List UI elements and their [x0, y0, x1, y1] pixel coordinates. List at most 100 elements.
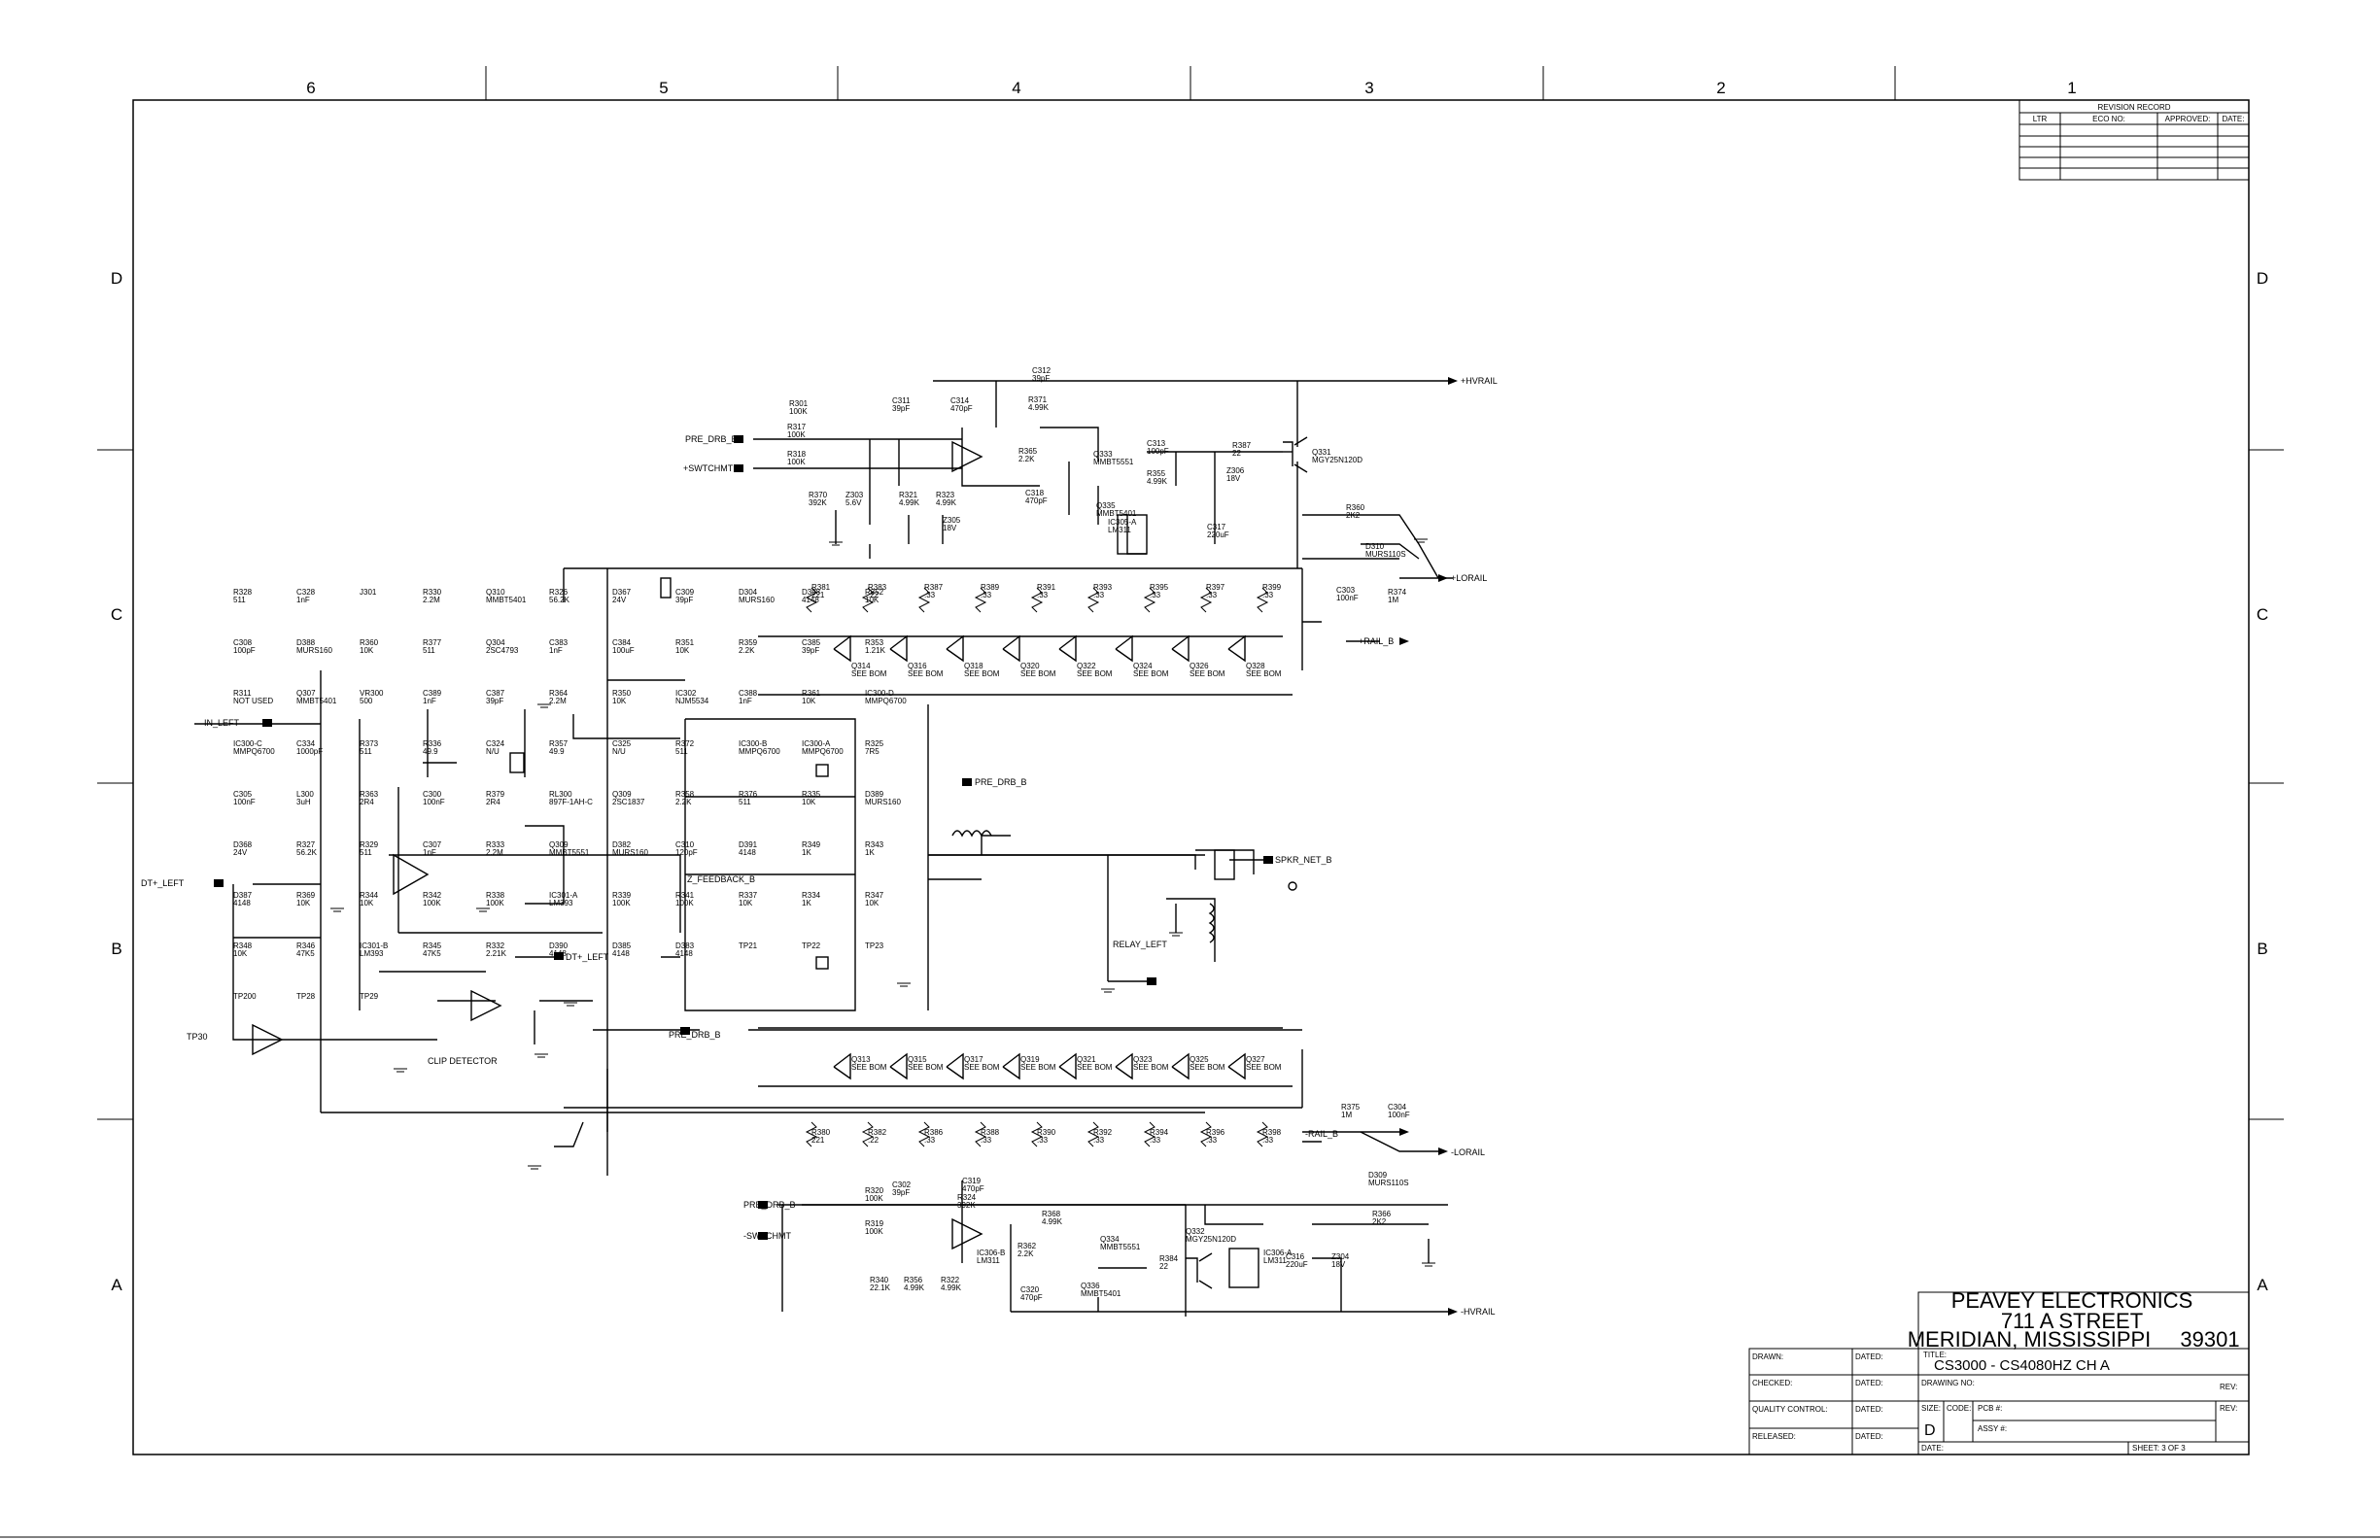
net-spkr: SPKR_NET_B: [1275, 855, 1332, 865]
component-ref: R323: [936, 491, 955, 499]
component-value: 1K: [865, 848, 875, 857]
component-ref: R387: [1232, 441, 1252, 450]
component-value: 500: [360, 697, 373, 705]
component-value: 1M: [1341, 1111, 1352, 1119]
component-value: 4.99K: [1028, 403, 1050, 412]
component-ref: TP23: [865, 941, 884, 950]
component-ref: R369: [296, 891, 316, 900]
component-value: 2R4: [486, 798, 500, 806]
zone-row-D-right: D: [2257, 269, 2268, 288]
component-ref: Z304: [1331, 1252, 1350, 1261]
component-ref: Q331: [1312, 448, 1331, 457]
component-value: LM311: [1108, 526, 1131, 534]
component-ref: Q322: [1077, 662, 1096, 670]
component-value: MMBT5401: [1081, 1289, 1121, 1298]
component-value: SEE BOM: [1020, 1063, 1056, 1072]
component-value: 4.99K: [1042, 1217, 1063, 1226]
component-ref: R361: [802, 689, 821, 698]
component-ref: R330: [423, 588, 442, 597]
net-pre-drb-top: PRE_DRB_B: [685, 434, 738, 444]
component-value: 10K: [296, 899, 311, 907]
zone-row-A-left: A: [111, 1276, 122, 1294]
net-neg-rail-b: -RAIL_B: [1305, 1129, 1338, 1139]
component-ref: R394: [1150, 1128, 1169, 1137]
component-value: 897F-1AH-C: [549, 798, 593, 806]
component-value: .33: [981, 591, 992, 599]
component-ref: R332: [486, 941, 505, 950]
component-ref: D308: [802, 588, 821, 597]
component-ref: C308: [233, 638, 253, 647]
component-value: SEE BOM: [1020, 669, 1056, 678]
component-value: 10K: [802, 697, 816, 705]
component-ref: D367: [612, 588, 632, 597]
component-value: 2.2K: [675, 798, 692, 806]
drawn-label: DRAWN:: [1752, 1352, 1783, 1361]
component-ref: Q324: [1133, 662, 1153, 670]
component-ref: D368: [233, 840, 253, 849]
component-ref: R343: [865, 840, 884, 849]
component-ref: R348: [233, 941, 253, 950]
component-ref: Q318: [964, 662, 983, 670]
assy-label: ASSY #:: [1978, 1424, 2007, 1433]
component-ref: Z303: [845, 491, 864, 499]
relay-coil: [1208, 903, 1215, 943]
component-value: 392K: [957, 1201, 976, 1210]
rev-label-2: REV:: [2220, 1404, 2237, 1413]
component-ref: R344: [360, 891, 379, 900]
component-value: LM393: [360, 949, 384, 958]
component-ref: Q325: [1190, 1055, 1209, 1064]
component-ref: Q304: [486, 638, 505, 647]
component-value: .33: [981, 1136, 992, 1145]
zone-col-3: 3: [1364, 79, 1373, 97]
component-ref: C385: [802, 638, 821, 647]
net-pre-drb-low: PRE_DRB_B: [669, 1030, 721, 1040]
component-ref: R381: [811, 583, 831, 592]
component-ref: R396: [1206, 1128, 1225, 1137]
component-value: .22: [868, 591, 880, 599]
component-value: 39pF: [892, 404, 910, 413]
component-ref: R392: [1093, 1128, 1113, 1137]
component-ref: R397: [1206, 583, 1225, 592]
component-value: 10K: [675, 646, 690, 655]
component-ref: D390: [549, 941, 569, 950]
component-value: NOT USED: [233, 697, 273, 705]
component-ref: D389: [865, 790, 884, 799]
checked-label: CHECKED:: [1752, 1379, 1792, 1387]
component-value: 1nF: [549, 646, 563, 655]
component-ref: C328: [296, 588, 316, 597]
connector-arrows: [214, 377, 1458, 1316]
component-value: MMBT5401: [1096, 509, 1137, 518]
net-hvrail: +HVRAIL: [1461, 376, 1498, 386]
component-value: MMBT5551: [549, 848, 590, 857]
component-value: .22: [868, 1136, 880, 1145]
component-value: 10K: [802, 798, 816, 806]
revision-col-eco: ECO NO:: [2092, 115, 2125, 123]
released-dated-label: DATED:: [1855, 1432, 1883, 1441]
component-value: 49.9: [549, 747, 565, 756]
component-ref: Q333: [1093, 450, 1113, 459]
component-ref: Q314: [851, 662, 871, 670]
title-block-grid: [1748, 1291, 2250, 1455]
component-ref: R350: [612, 689, 632, 698]
component-ref: D387: [233, 891, 253, 900]
component-value: MMPQ6700: [233, 747, 275, 756]
component-ref: D382: [612, 840, 632, 849]
net-dt-left-2: DT+_LEFT: [566, 952, 609, 962]
component-ref: R390: [1037, 1128, 1056, 1137]
zone-ticks: [97, 66, 2284, 1120]
component-value: .33: [1037, 1136, 1049, 1145]
component-value: 221: [811, 591, 825, 599]
component-value: 511: [360, 747, 372, 756]
component-value: SEE BOM: [964, 669, 1000, 678]
component-ref: R360: [360, 638, 379, 647]
zone-row-C-left: C: [111, 605, 122, 624]
component-ref: C310: [675, 840, 695, 849]
label-clip-detector: CLIP DETECTOR: [428, 1056, 498, 1066]
component-ref: C384: [612, 638, 632, 647]
component-ref: R363: [360, 790, 379, 799]
company-name: PEAVEY ELECTRONICS: [1951, 1288, 2193, 1313]
component-ref: R383: [868, 583, 887, 592]
component-ref: C317: [1207, 523, 1226, 531]
component-ref: TP29: [360, 992, 379, 1001]
component-ref: VR300: [360, 689, 384, 698]
